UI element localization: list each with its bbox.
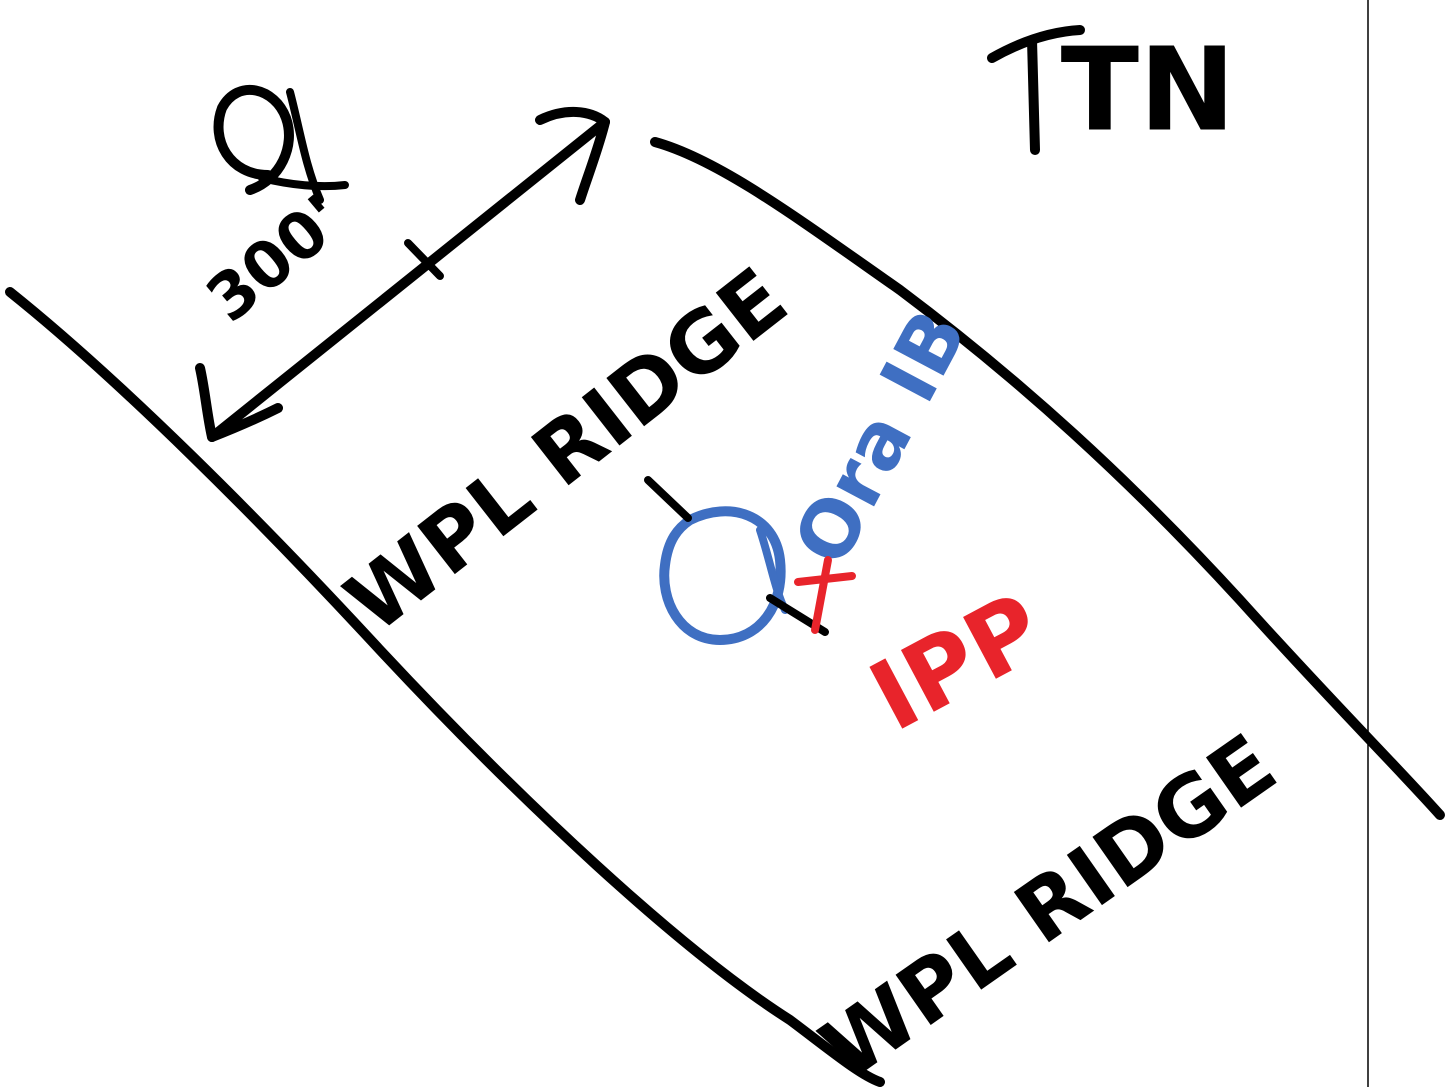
corridor-left-boundary bbox=[5, 287, 885, 1087]
north-arrow-icon bbox=[987, 25, 1085, 155]
marker-leader bbox=[644, 476, 692, 522]
dimension-tick bbox=[404, 239, 444, 280]
blue-label: Ora IB bbox=[777, 296, 985, 579]
width-dimension-arrow bbox=[195, 106, 610, 442]
north-label: TN bbox=[1061, 24, 1236, 158]
blue-point-marker bbox=[659, 506, 789, 645]
arrowhead-lower bbox=[195, 363, 283, 442]
width-label: 300' bbox=[193, 182, 358, 337]
ridge-label-lower: WPL RIDGE bbox=[804, 715, 1294, 1087]
arrowhead-upper bbox=[535, 106, 610, 205]
corridor-right-boundary bbox=[650, 137, 1445, 820]
red-label: IPP bbox=[853, 571, 1061, 753]
ridge-label-upper: WPL RIDGE bbox=[328, 249, 805, 652]
centerline-symbol bbox=[213, 85, 349, 204]
x-mark-icon bbox=[794, 556, 856, 634]
